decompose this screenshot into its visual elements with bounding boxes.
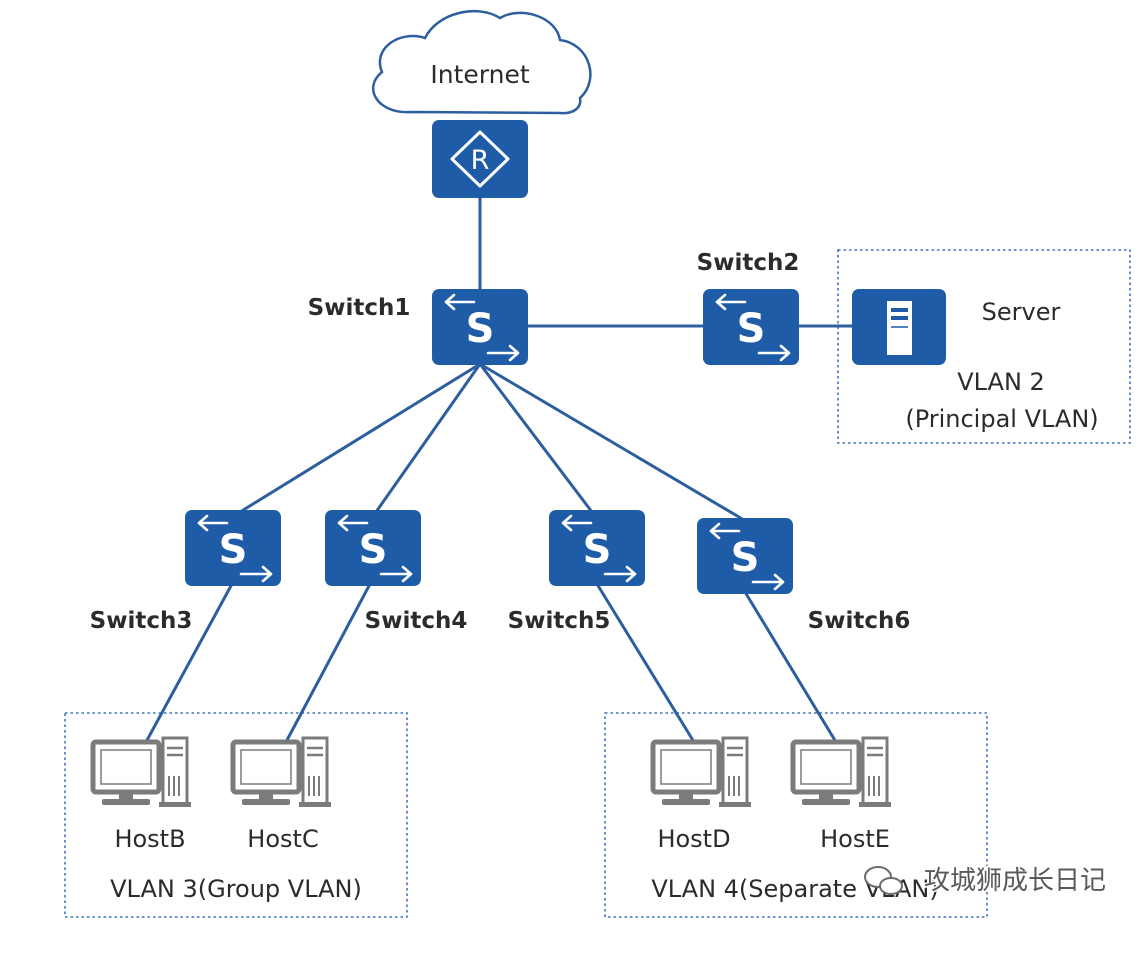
switch5-switch-icon: S xyxy=(549,510,645,586)
right-arrow-icon xyxy=(751,573,785,591)
vlan4-box xyxy=(604,712,988,918)
hostB-pc-icon xyxy=(90,736,191,807)
wechat-icon xyxy=(864,866,903,895)
link-switch1-switch4 xyxy=(374,362,482,514)
right-arrow-icon xyxy=(603,565,637,583)
switch-glyph: S xyxy=(731,535,760,581)
switch2-switch-icon: S xyxy=(703,289,799,365)
switch2-label: Switch2 xyxy=(697,250,800,276)
vlan2-name: VLAN 2 xyxy=(957,368,1045,396)
diamond-icon xyxy=(450,130,510,188)
left-arrow-icon xyxy=(444,293,476,311)
left-arrow-icon xyxy=(709,522,741,540)
internet-label: Internet xyxy=(430,60,529,89)
monitor-stand xyxy=(679,792,693,800)
devices: R S S S S S S xyxy=(90,120,946,807)
left-arrow-icon xyxy=(337,514,369,532)
link-switch6-hostE xyxy=(743,590,838,744)
link-switch1-switch6 xyxy=(478,362,746,522)
server-icon xyxy=(852,289,946,365)
switch4-label: Switch4 xyxy=(365,608,468,634)
switch1-label: Switch1 xyxy=(308,295,411,321)
internet-cloud: Internet xyxy=(371,9,592,115)
watermark-text: 攻城狮成长日记 xyxy=(924,866,1106,896)
switch-glyph: S xyxy=(583,527,612,573)
links xyxy=(144,195,854,744)
switch1-switch-icon: S xyxy=(432,289,528,365)
switch-glyph: S xyxy=(466,306,495,352)
tower-base xyxy=(299,802,331,807)
link-switch1-switch5 xyxy=(478,362,594,514)
right-arrow-icon xyxy=(757,344,791,362)
link-switch1-switch3 xyxy=(238,362,482,514)
switch6-label: Switch6 xyxy=(808,608,911,634)
right-arrow-icon xyxy=(486,344,520,362)
monitor-screen xyxy=(240,749,292,785)
monitor-base xyxy=(662,799,710,805)
right-arrow-icon xyxy=(239,565,273,583)
left-arrow-icon xyxy=(561,514,593,532)
monitor-stand xyxy=(119,792,133,800)
router-body xyxy=(432,120,528,198)
monitor-screen xyxy=(660,749,712,785)
monitor-stand xyxy=(819,792,833,800)
hostE-pc-icon xyxy=(790,736,891,807)
server-label: Server xyxy=(982,298,1061,326)
switch-body xyxy=(549,510,645,586)
switch3-label: Switch3 xyxy=(90,608,193,634)
switch-body xyxy=(185,510,281,586)
switch-glyph: S xyxy=(359,527,388,573)
switch6-switch-icon: S xyxy=(697,518,793,594)
left-arrow-icon xyxy=(197,514,229,532)
hostE-label: HostE xyxy=(820,825,890,853)
vlan2-role: (Principal VLAN) xyxy=(905,405,1098,433)
hostD-pc-icon xyxy=(650,736,751,807)
drive-bay-icon xyxy=(891,316,908,320)
router-icon: R xyxy=(432,120,528,198)
monitor-base xyxy=(802,799,850,805)
switch-glyph: S xyxy=(737,306,766,352)
switch-body xyxy=(432,289,528,365)
tower-base xyxy=(859,802,891,807)
vlan3-box xyxy=(64,712,408,918)
cloud-icon xyxy=(371,9,592,115)
tower-base xyxy=(159,802,191,807)
monitor-base xyxy=(102,799,150,805)
link-switch4-hostC xyxy=(284,582,372,744)
switch4-switch-icon: S xyxy=(325,510,421,586)
switch-glyph: S xyxy=(219,527,248,573)
monitor-screen xyxy=(100,749,152,785)
monitor-stand xyxy=(259,792,273,800)
right-arrow-icon xyxy=(379,565,413,583)
left-arrow-icon xyxy=(715,293,747,311)
switch-body xyxy=(325,510,421,586)
hostC-pc-icon xyxy=(230,736,331,807)
link-switch3-hostB xyxy=(144,582,234,744)
link-switch5-hostD xyxy=(595,582,696,744)
monitor-base xyxy=(242,799,290,805)
monitor-screen xyxy=(800,749,852,785)
router-glyph: R xyxy=(471,145,490,176)
tower-base xyxy=(719,802,751,807)
hostD-label: HostD xyxy=(657,825,730,853)
watermark: 攻城狮成长日记 xyxy=(864,865,1108,898)
switch-body xyxy=(703,289,799,365)
switch5-label: Switch5 xyxy=(508,608,611,634)
switch3-switch-icon: S xyxy=(185,510,281,586)
vlan3-label: VLAN 3(Group VLAN) xyxy=(110,875,362,903)
hostB-label: HostB xyxy=(114,825,185,853)
drive-bay-icon xyxy=(891,308,908,312)
switch-body xyxy=(697,518,793,594)
hostC-label: HostC xyxy=(247,825,318,853)
